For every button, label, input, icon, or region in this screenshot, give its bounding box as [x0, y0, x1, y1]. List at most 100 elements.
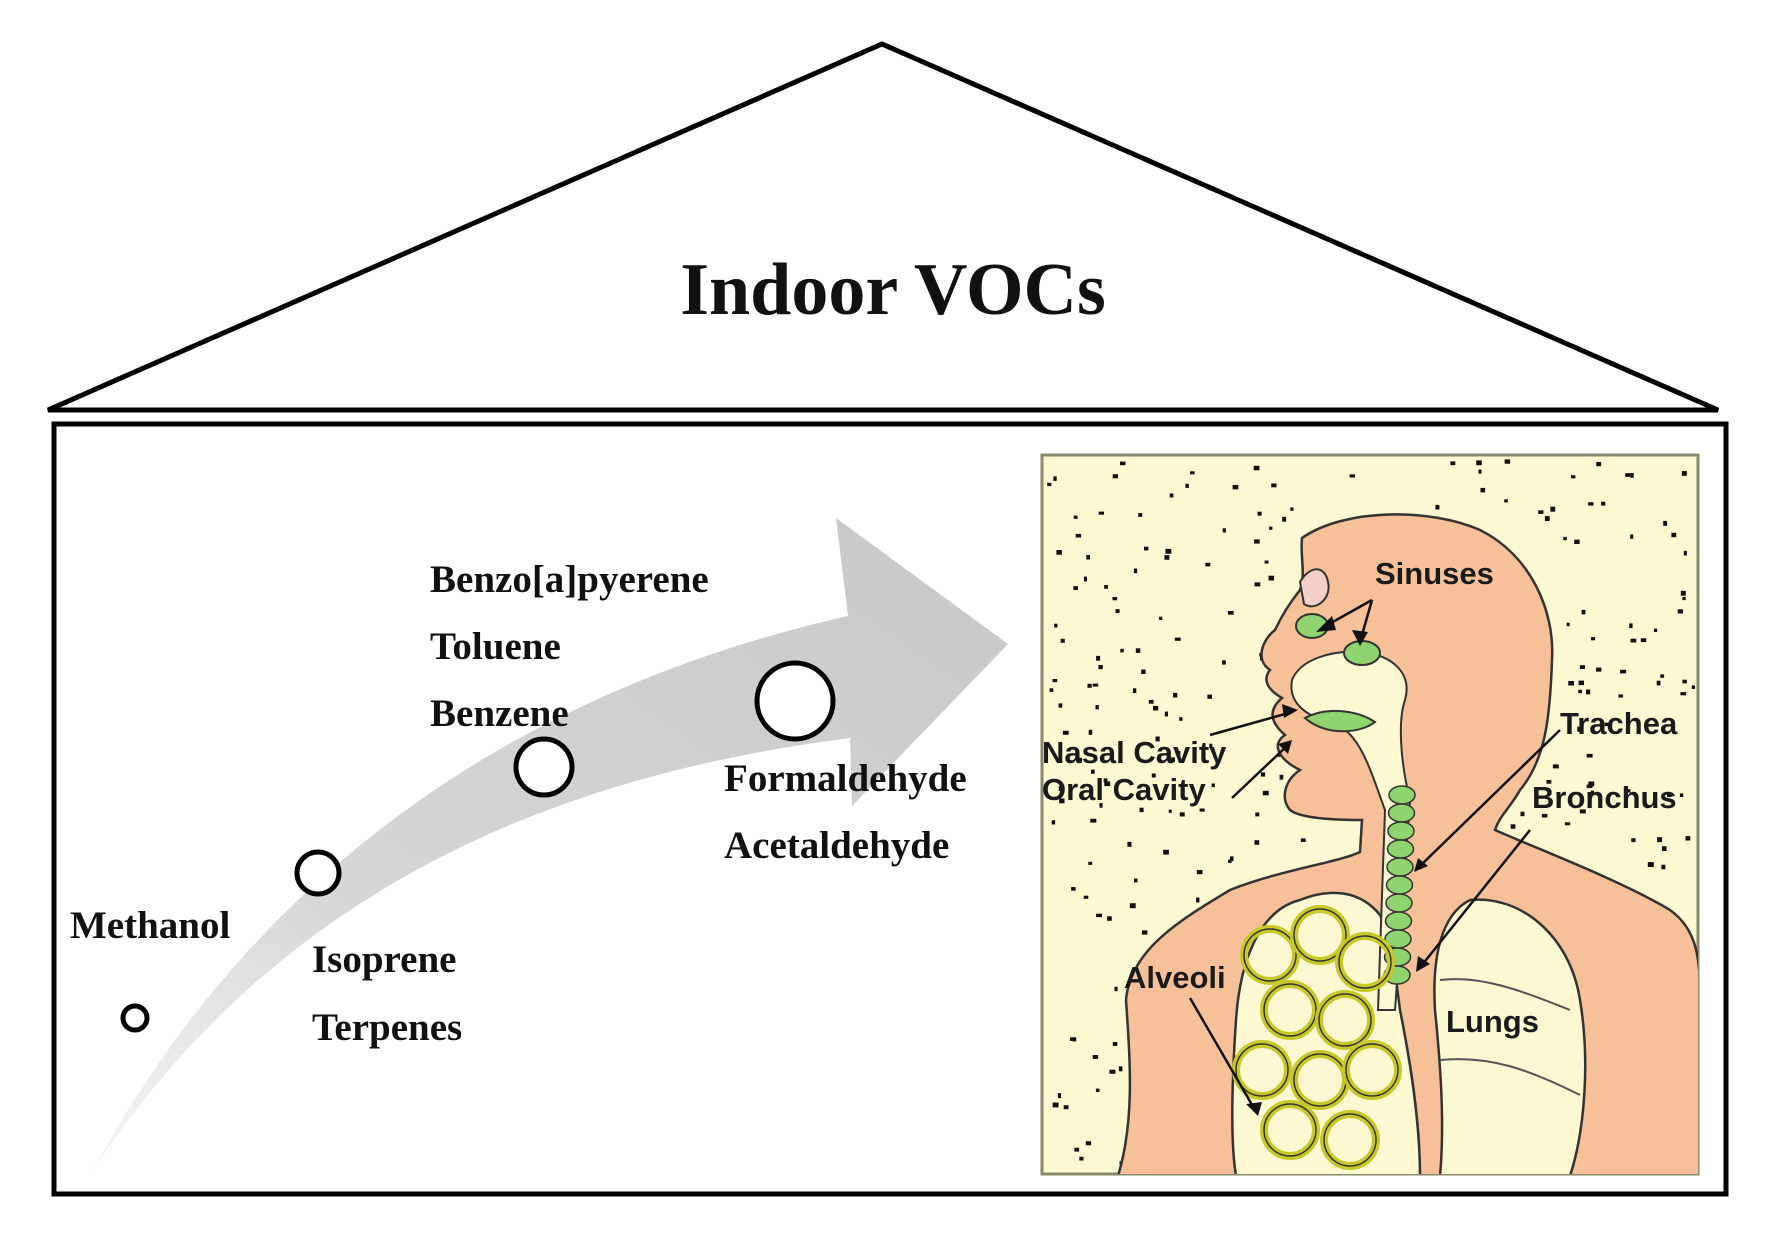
- air-particle: [1051, 820, 1056, 825]
- air-particle: [1155, 736, 1160, 742]
- trachea-ring: [1385, 893, 1413, 913]
- benzene-label: Benzene: [430, 692, 569, 735]
- air-particle: [1629, 623, 1633, 629]
- air-particle: [1168, 809, 1172, 813]
- air-particle: [1538, 510, 1544, 514]
- air-particle: [1682, 679, 1687, 684]
- air-particle: [1656, 680, 1661, 686]
- benzopyrene-label: Benzo[a]pyerene: [430, 558, 709, 601]
- isoprene-circle: [294, 849, 342, 897]
- air-particle: [1282, 516, 1287, 522]
- air-particle: [1630, 638, 1637, 643]
- air-particle: [1300, 838, 1306, 842]
- air-particle: [1586, 784, 1593, 789]
- air-particle: [1588, 781, 1595, 787]
- methanol-circle: [120, 1003, 150, 1033]
- nasal-turbinates: [1303, 710, 1377, 733]
- air-particle: [1092, 683, 1099, 687]
- air-particle: [1153, 705, 1159, 711]
- air-particle: [1574, 539, 1580, 544]
- terpenes-label: Terpenes: [312, 1006, 462, 1049]
- air-particle: [1349, 474, 1355, 478]
- air-particle: [1164, 555, 1170, 560]
- air-particle: [1596, 667, 1602, 672]
- air-particle: [1683, 550, 1687, 556]
- air-particle: [1679, 793, 1684, 797]
- air-particle: [1129, 903, 1136, 909]
- air-particle: [1133, 568, 1138, 574]
- air-particle: [1196, 870, 1203, 875]
- sinus-maxillary: [1343, 640, 1381, 666]
- air-particle: [1478, 469, 1482, 474]
- air-particle: [1049, 688, 1054, 692]
- air-particle: [1601, 501, 1606, 506]
- air-particle: [1083, 576, 1087, 582]
- air-particle: [1581, 609, 1586, 615]
- pointer-lines: [1188, 598, 1561, 1111]
- air-particle: [1450, 461, 1456, 466]
- air-particle: [1107, 916, 1112, 921]
- air-particle: [1139, 807, 1144, 813]
- air-particle: [1588, 502, 1594, 506]
- air-particle: [1174, 637, 1181, 641]
- alveolus-outline: [1323, 1113, 1377, 1167]
- air-particle: [1164, 711, 1168, 717]
- air-particle: [1630, 534, 1634, 539]
- air-particle: [1620, 669, 1627, 674]
- air-particle: [1290, 507, 1294, 511]
- air-particle: [1070, 1037, 1075, 1041]
- air-particle: [1657, 837, 1662, 843]
- trachea-ring: [1386, 857, 1414, 877]
- air-particle: [1578, 689, 1582, 694]
- alveolus-outline: [1345, 1043, 1399, 1097]
- air-particle: [1211, 783, 1215, 788]
- air-particle: [1591, 637, 1596, 641]
- air-particle: [1228, 859, 1232, 863]
- air-particle: [1118, 1066, 1123, 1072]
- air-particle: [1579, 809, 1586, 814]
- air-particle: [1255, 812, 1260, 817]
- air-particle: [1141, 669, 1146, 674]
- air-particle: [1504, 459, 1511, 464]
- air-particle: [1088, 729, 1093, 735]
- air-particle: [1227, 611, 1234, 615]
- air-particle: [1476, 460, 1482, 466]
- air-particle: [1144, 546, 1149, 551]
- right-lung: [1433, 898, 1587, 1174]
- air-particle: [1604, 722, 1609, 726]
- air-particle: [1135, 648, 1141, 653]
- air-particle: [1631, 838, 1636, 843]
- methanol-label: Methanol: [70, 904, 230, 947]
- air-particle: [1096, 655, 1101, 661]
- air-particle: [1504, 499, 1508, 503]
- air-particle: [1662, 846, 1667, 851]
- air-particle: [1552, 764, 1559, 769]
- air-particle: [1232, 485, 1239, 490]
- air-particle: [1085, 1141, 1092, 1146]
- air-particle: [1059, 798, 1065, 804]
- air-particle: [1544, 516, 1550, 521]
- air-particle: [1480, 487, 1486, 493]
- alveolus-outline: [1293, 908, 1347, 962]
- air-particle: [1599, 722, 1605, 728]
- air-particle: [1047, 482, 1052, 487]
- sinuses-label: Sinuses: [1375, 556, 1494, 591]
- air-particle: [1171, 757, 1175, 763]
- alveoli-label: Alveoli: [1124, 960, 1226, 995]
- air-particle: [1074, 1147, 1080, 1152]
- air-particle: [1691, 685, 1695, 689]
- air-particle: [1087, 683, 1092, 688]
- air-particle: [1262, 790, 1269, 796]
- air-particle: [1120, 648, 1124, 653]
- air-particle: [1680, 692, 1687, 696]
- air-particle: [1098, 665, 1103, 670]
- air-particle: [1138, 513, 1143, 517]
- air-particle: [1653, 628, 1658, 632]
- air-particle: [1626, 789, 1631, 793]
- air-particle: [1190, 471, 1195, 475]
- air-particle: [1596, 462, 1602, 467]
- air-particle: [1254, 582, 1261, 587]
- benzene-circle: [513, 736, 575, 798]
- pointer-arrowheads: [1246, 616, 1430, 1116]
- air-particle: [1052, 1102, 1059, 1108]
